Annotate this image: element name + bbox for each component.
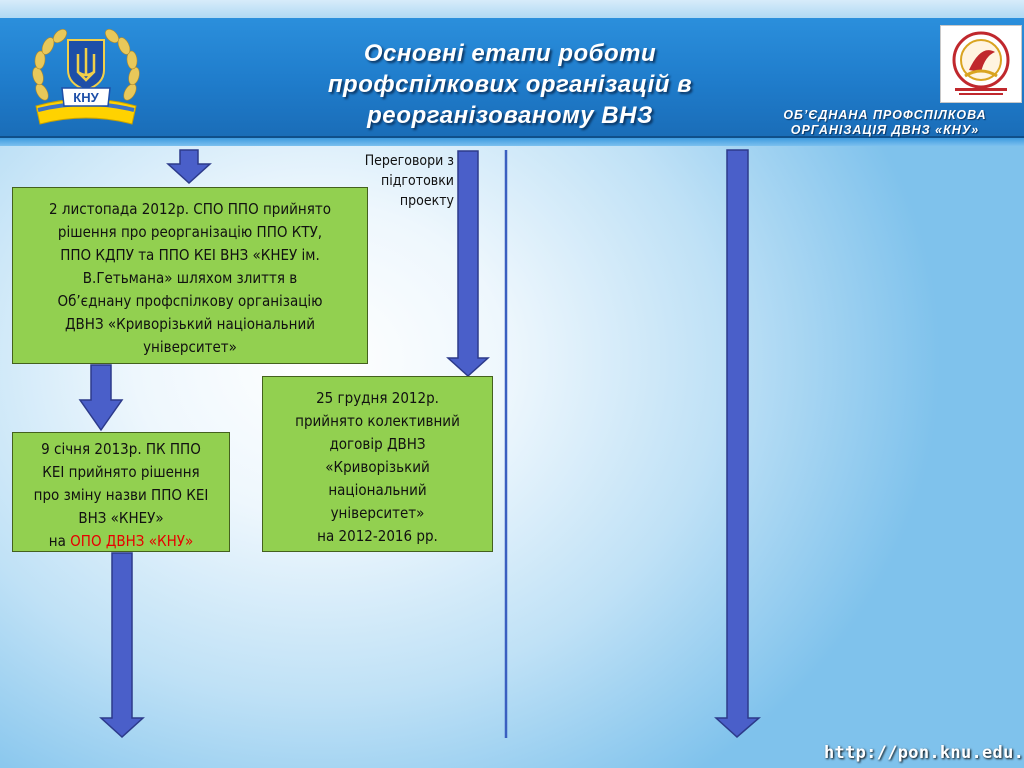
box-line: національний — [328, 481, 427, 499]
slide-title: Основні етапи роботи профспілкових орган… — [270, 38, 750, 131]
highlighted-org-name: ОПО ДВНЗ «КНУ» — [70, 532, 194, 550]
slide-title-line: профспілкових організацій в — [327, 71, 693, 98]
box-line: Об’єднану профспілкову організацію — [57, 292, 323, 310]
website-url: http://pon.knu.edu.ua — [824, 743, 1024, 763]
box-line: ППО КДПУ та ППО КЕІ ВНЗ «КНЕУ ім. — [60, 246, 320, 264]
arrow-nov2012-to-jan2013 — [78, 364, 124, 432]
box-line: університет» — [330, 504, 425, 522]
step-jan2013-box: 9 січня 2013р. ПК ППО КЕІ прийнято рішен… — [12, 432, 230, 552]
arrow-right-timeline — [714, 149, 762, 739]
box-line: про зміну назви ППО КЕІ — [33, 486, 209, 504]
organization-label-line: ОРГАНІЗАЦІЯ ДВНЗ «КНУ» — [790, 123, 980, 137]
box-line: В.Гетьмана» шляхом злиття в — [82, 269, 298, 287]
box-line-prefix: на — [48, 532, 71, 550]
arrow-negotiations — [446, 150, 490, 378]
step-dec2012-box: 25 грудня 2012р. прийнято колективний до… — [262, 376, 493, 552]
box-line: договір ДВНЗ — [329, 435, 426, 453]
organization-label: ОБ’ЄДНАНА ПРОФСПІЛКОВА ОРГАНІЗАЦІЯ ДВНЗ … — [760, 108, 1010, 138]
header-stripe — [0, 138, 1024, 146]
box-line: 25 грудня 2012р. — [316, 389, 439, 407]
box-line: 9 січня 2013р. ПК ППО — [41, 440, 201, 458]
trade-union-emblem-icon — [952, 31, 1010, 95]
organization-label-line: ОБ’ЄДНАНА ПРОФСПІЛКОВА — [783, 108, 987, 122]
box-line: ДВНЗ «Криворізький національний — [64, 315, 315, 333]
box-line-last: на ОПО ДВНЗ «КНУ» — [13, 530, 229, 553]
box-line: КЕІ прийнято рішення — [42, 463, 200, 481]
step-nov2012-box: 2 листопада 2012р. СПО ППО прийнято ріше… — [12, 187, 368, 364]
box-line: ВНЗ «КНЕУ» — [78, 509, 164, 527]
box-line: на 2012-2016 рр. — [317, 527, 438, 545]
box-line: 2 листопада 2012р. СПО ППО прийнято — [49, 200, 331, 218]
slide-title-line: Основні етапи роботи — [363, 40, 657, 67]
note-line: підготовки — [380, 173, 454, 189]
box-line: «Криворізький — [325, 458, 430, 476]
box-line: рішення про реорганізацію ППО КТУ, — [57, 223, 323, 241]
top-light-band — [0, 0, 1024, 22]
negotiations-note: Переговори з підготовки проекту — [336, 151, 454, 211]
box-line: університет» — [143, 338, 237, 356]
university-logo-icon: КНУ — [32, 29, 140, 125]
arrow-jan2013-down — [99, 552, 145, 739]
note-line: Переговори з — [364, 153, 454, 169]
arrow-into-nov2012 — [166, 149, 212, 185]
note-line: проекту — [399, 193, 454, 209]
logo-text: КНУ — [73, 90, 99, 105]
box-line: прийнято колективний — [295, 412, 460, 430]
slide-title-line: реорганізованому ВНЗ — [367, 102, 653, 129]
header-bar — [0, 18, 1024, 138]
trade-union-logo — [940, 25, 1022, 103]
